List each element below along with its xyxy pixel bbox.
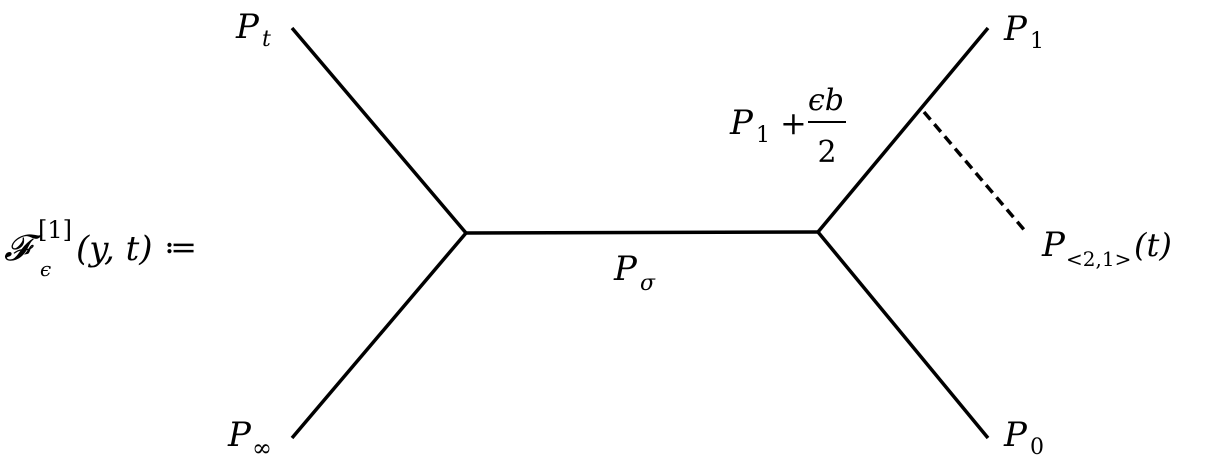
f-subscript: ϵ [40, 257, 51, 281]
label-branch-point: P 1 + ϵb 2 [729, 83, 846, 170]
assign-symbol: ≔ [164, 228, 197, 266]
label-sub: ∞ [252, 434, 272, 462]
edge-middle [465, 230, 819, 235]
fraction-denominator: 2 [817, 135, 836, 170]
edge-top-right [816, 26, 990, 234]
label-sub: t [262, 27, 271, 52]
label-base: P [1003, 9, 1028, 49]
label-p-1: P 1 [1003, 9, 1044, 54]
label-p-t: P t [235, 7, 271, 52]
definition-label: 𝓕 [1] ϵ (y, t) ≔ [4, 216, 197, 281]
label-sub: 1 [756, 123, 770, 148]
label-base: P [235, 7, 260, 47]
edge-bottom-left [290, 231, 468, 440]
f-args: (y, t) [76, 229, 153, 269]
label-sub: <2,1> [1066, 247, 1131, 271]
label-sub: 1 [1030, 29, 1044, 54]
label-p-infinity: P ∞ [227, 415, 272, 462]
label-p-0: P 0 [1003, 415, 1044, 460]
label-sub: 0 [1030, 435, 1044, 460]
edge-top-left [290, 26, 468, 235]
label-sub: σ [640, 271, 656, 296]
label-base: P [1003, 415, 1028, 455]
edge-dashed [922, 110, 1028, 234]
label-base: P [729, 103, 754, 143]
plus-sign: + [780, 104, 807, 142]
label-p-sigma: P σ [613, 249, 656, 296]
label-base: P [613, 249, 638, 289]
label-p-2-1: P <2,1> (t) [1041, 225, 1172, 271]
edge-bottom-right [816, 230, 990, 440]
fraction-numerator: ϵb [808, 83, 844, 118]
f-superscript: [1] [38, 216, 72, 244]
label-base: P [1041, 225, 1066, 265]
label-base: P [227, 415, 252, 455]
label-arg: (t) [1134, 226, 1172, 264]
